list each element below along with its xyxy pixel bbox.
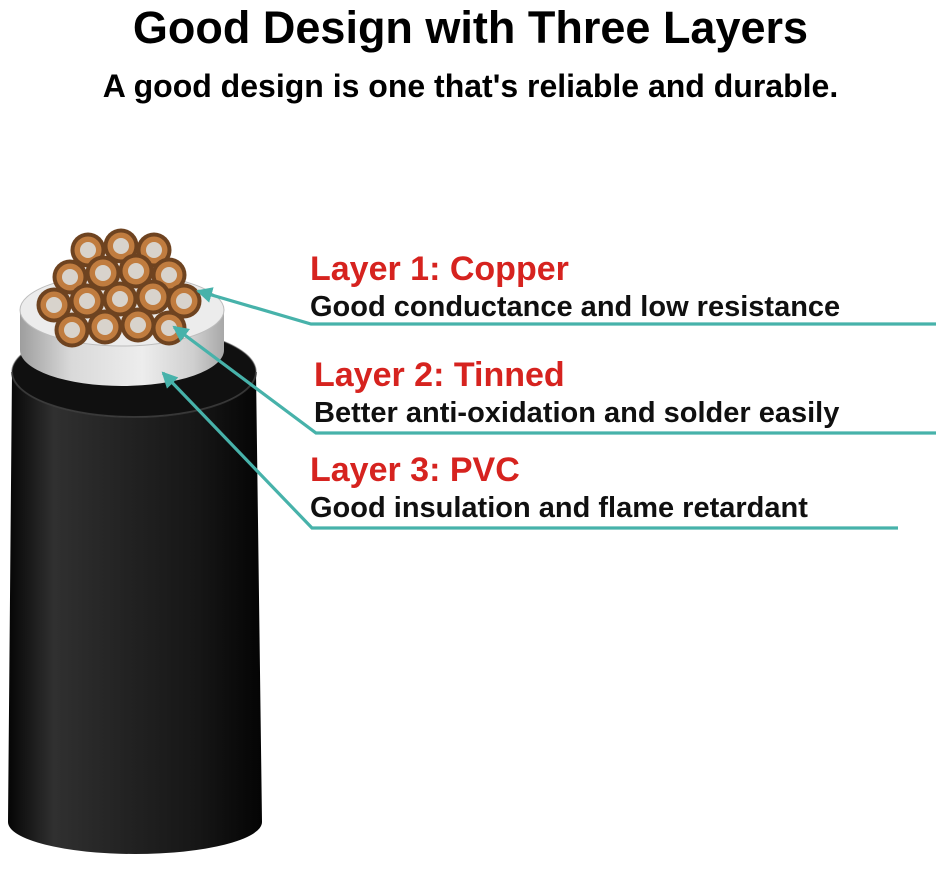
- layer-1-description: Good conductance and low resistance: [310, 291, 841, 324]
- page-subtitle: A good design is one that's reliable and…: [102, 68, 839, 104]
- copper-wire: [151, 310, 187, 346]
- leader-lines: [161, 287, 936, 530]
- layer-3-description: Good insulation and flame retardant: [310, 492, 808, 525]
- page-title: Good Design with Three Layers: [132, 2, 809, 53]
- annotation-layer-3: Layer 3: PVC Good insulation and flame r…: [310, 451, 808, 525]
- leader-line-layer-3: [161, 371, 898, 530]
- copper-wire: [87, 309, 123, 345]
- leader-line-layer-1: [196, 287, 936, 326]
- annotation-layer-2: Layer 2: Tinned Better anti-oxidation an…: [314, 356, 839, 430]
- layer-2-description: Better anti-oxidation and solder easily: [314, 397, 840, 430]
- layer-1-heading: Layer 1: Copper: [310, 250, 569, 288]
- layer-3-heading: Layer 3: PVC: [310, 451, 520, 489]
- annotation-layer-1: Layer 1: Copper Good conductance and low…: [310, 250, 840, 324]
- pvc-jacket-body: [8, 371, 262, 854]
- copper-wire: [120, 307, 156, 343]
- layer-2-heading: Layer 2: Tinned: [314, 356, 565, 394]
- leader-line-layer-2: [172, 325, 936, 435]
- copper-wire: [54, 312, 90, 348]
